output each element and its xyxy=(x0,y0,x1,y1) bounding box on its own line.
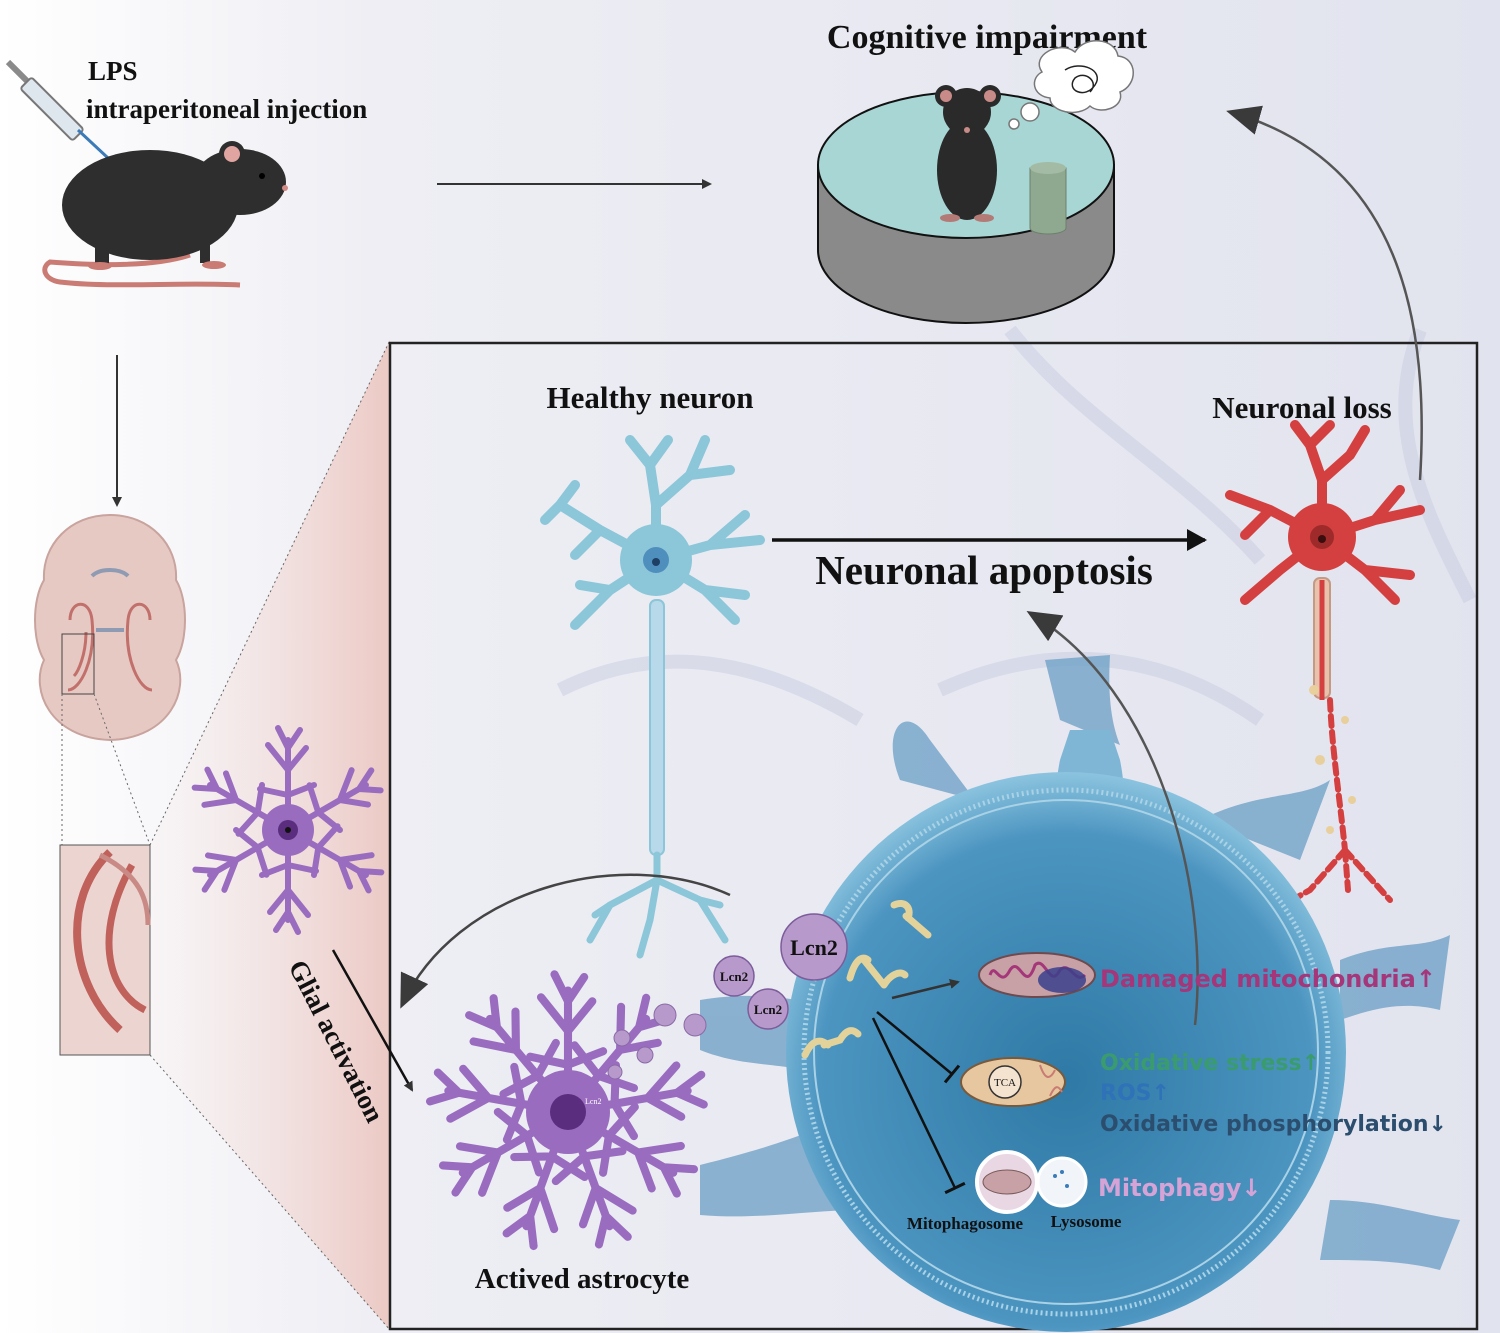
injection-label-line2: intraperitoneal injection xyxy=(86,94,367,124)
lcn2-small-a-label: Lcn2 xyxy=(720,969,748,984)
healthy-neuron-label: Healthy neuron xyxy=(547,380,754,415)
inset-frame xyxy=(388,341,1479,1331)
tca-label: TCA xyxy=(994,1077,1016,1089)
lysosome-icon xyxy=(1036,1156,1088,1208)
arrow-mito-to-apoptosis xyxy=(1026,610,1199,1026)
tca-mitochondrion-icon xyxy=(960,1057,1066,1107)
lysosome-label: Lysosome xyxy=(1051,1212,1122,1231)
actived-astrocyte-label: Actived astrocyte xyxy=(475,1263,690,1295)
mitophagosome-icon xyxy=(975,1150,1039,1214)
receptor-icons xyxy=(801,900,932,1059)
resting-astrocyte-icon xyxy=(186,728,391,932)
lcn2-molecule-small-a xyxy=(713,955,755,997)
lcn2-molecule-small-b xyxy=(747,988,789,1030)
ros-text: ROS↑ xyxy=(1100,1081,1170,1106)
mouse-standing-icon xyxy=(935,85,1001,222)
hippocampus-zoom-icon xyxy=(59,844,151,1056)
astrocyte-cell-body xyxy=(786,730,1346,1332)
inhibit-oxphos xyxy=(876,1011,961,1084)
mitophagosome-label: Mitophagosome xyxy=(907,1214,1024,1233)
activated-astrocyte-icon xyxy=(426,974,710,1254)
background-faint-vessels xyxy=(556,325,1477,727)
oxidative-phosphorylation-text: Oxidative phosphorylation↓ xyxy=(1100,1112,1447,1137)
damaged-mitochondria-text: Damaged mitochondria↑ xyxy=(1100,965,1436,993)
lcn2-small-b-label: Lcn2 xyxy=(754,1002,782,1017)
neuronal-apoptosis-label: Neuronal apoptosis xyxy=(815,547,1153,593)
zoom-line-small-b xyxy=(93,693,151,846)
injection-label-line1: LPS xyxy=(88,56,138,86)
neuronal-loss-label: Neuronal loss xyxy=(1212,390,1391,425)
arrow-glial-activation xyxy=(331,949,414,1092)
healthy-neuron-icon xyxy=(540,435,765,959)
oxidative-stress-text: Oxidative stress↑ xyxy=(1100,1051,1320,1076)
syringe-icon xyxy=(5,59,110,160)
thought-bubble-icon xyxy=(1008,39,1134,130)
brain-section-icon xyxy=(34,513,186,742)
zoom-line-top xyxy=(149,339,391,846)
lcn2-vesicles xyxy=(607,1003,707,1080)
lcn2-molecule-large xyxy=(780,913,848,981)
mouse-icon xyxy=(42,141,288,288)
arrow-loss-to-cognitive xyxy=(1226,105,1423,481)
mitophagy-text: Mitophagy↓ xyxy=(1098,1174,1261,1202)
arrow-to-damaged-mito xyxy=(891,979,960,1000)
lcn2-large-label: Lcn2 xyxy=(790,935,838,960)
damaged-neuron-icon xyxy=(1225,420,1425,911)
damaged-mitochondria-icon xyxy=(978,952,1096,998)
inhibit-mitophagy xyxy=(871,1017,966,1195)
zoom-line-bottom xyxy=(149,1054,391,1331)
arrow-neuron-to-astrocyte xyxy=(400,873,731,1009)
nucleus-lcn2-label: Lcn2 xyxy=(585,1097,601,1106)
